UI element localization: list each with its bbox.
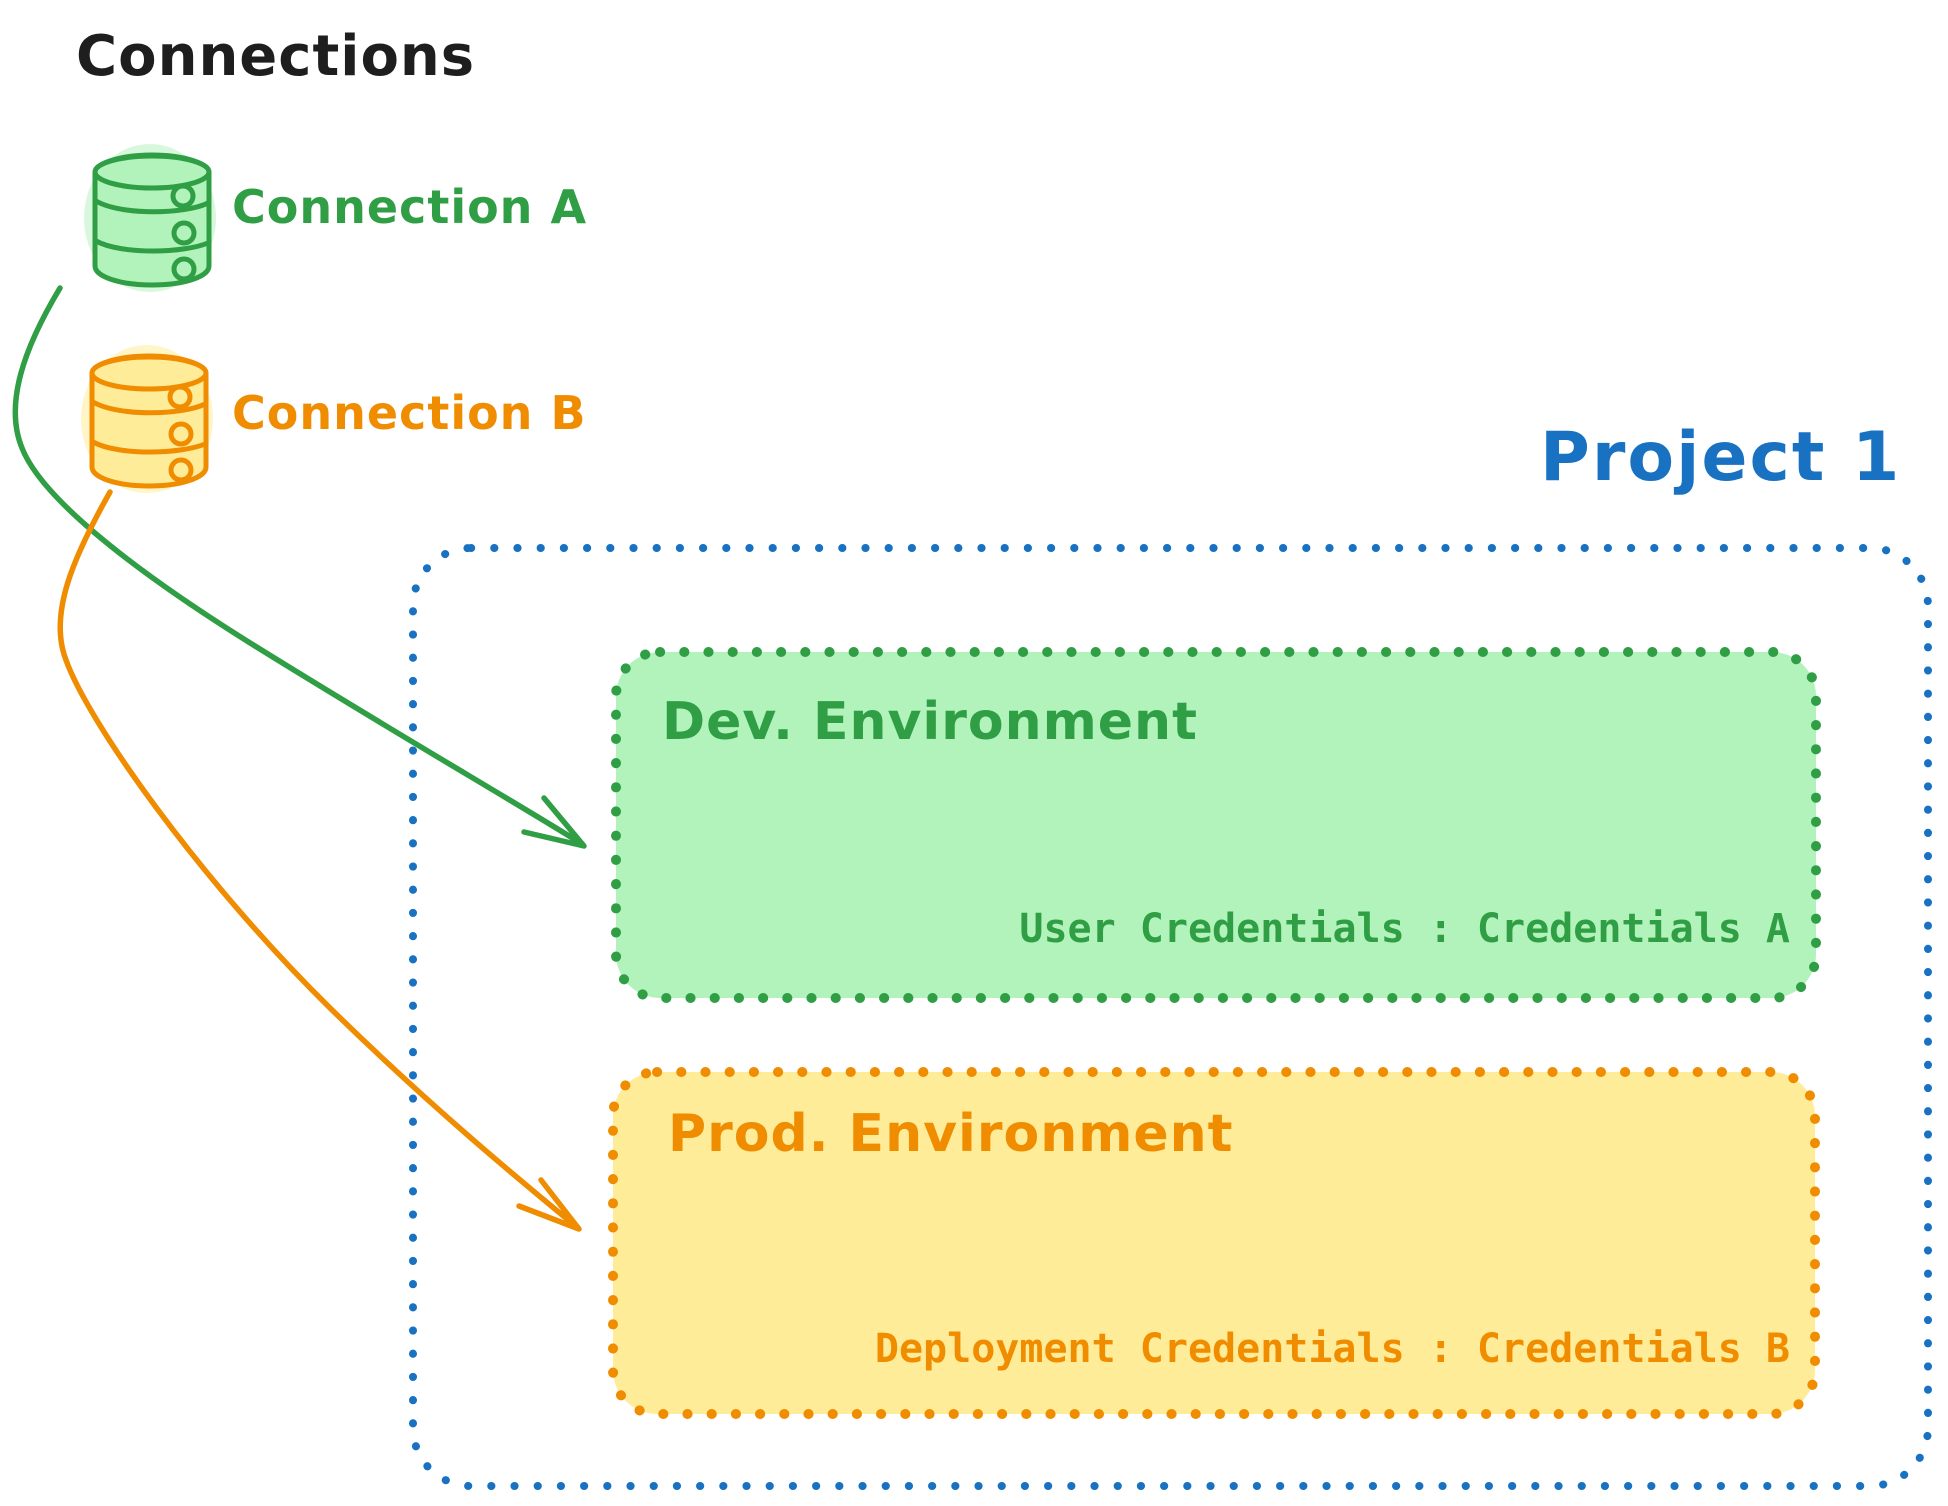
connections-title: Connections (76, 24, 476, 89)
connection-b-arrow (57, 489, 582, 1232)
connection-a-arrow (12, 285, 587, 849)
dev-environment-title: Dev. Environment (662, 692, 1198, 752)
connection-b-label: Connection B (232, 386, 587, 440)
prod-credentials-text: Deployment Credentials : Credentials B (874, 1326, 1790, 1372)
database-icon-connection-a (84, 144, 216, 292)
prod-environment-box (608, 1067, 1820, 1419)
project-box (409, 544, 1932, 1490)
database-icon-connection-b (81, 345, 213, 493)
dev-credentials-text: User Credentials : Credentials A (1019, 906, 1790, 952)
dev-environment-box (611, 647, 1821, 1003)
project-title: Project 1 (1540, 418, 1902, 497)
connection-a-label: Connection A (232, 180, 588, 234)
prod-environment-title: Prod. Environment (668, 1104, 1234, 1164)
